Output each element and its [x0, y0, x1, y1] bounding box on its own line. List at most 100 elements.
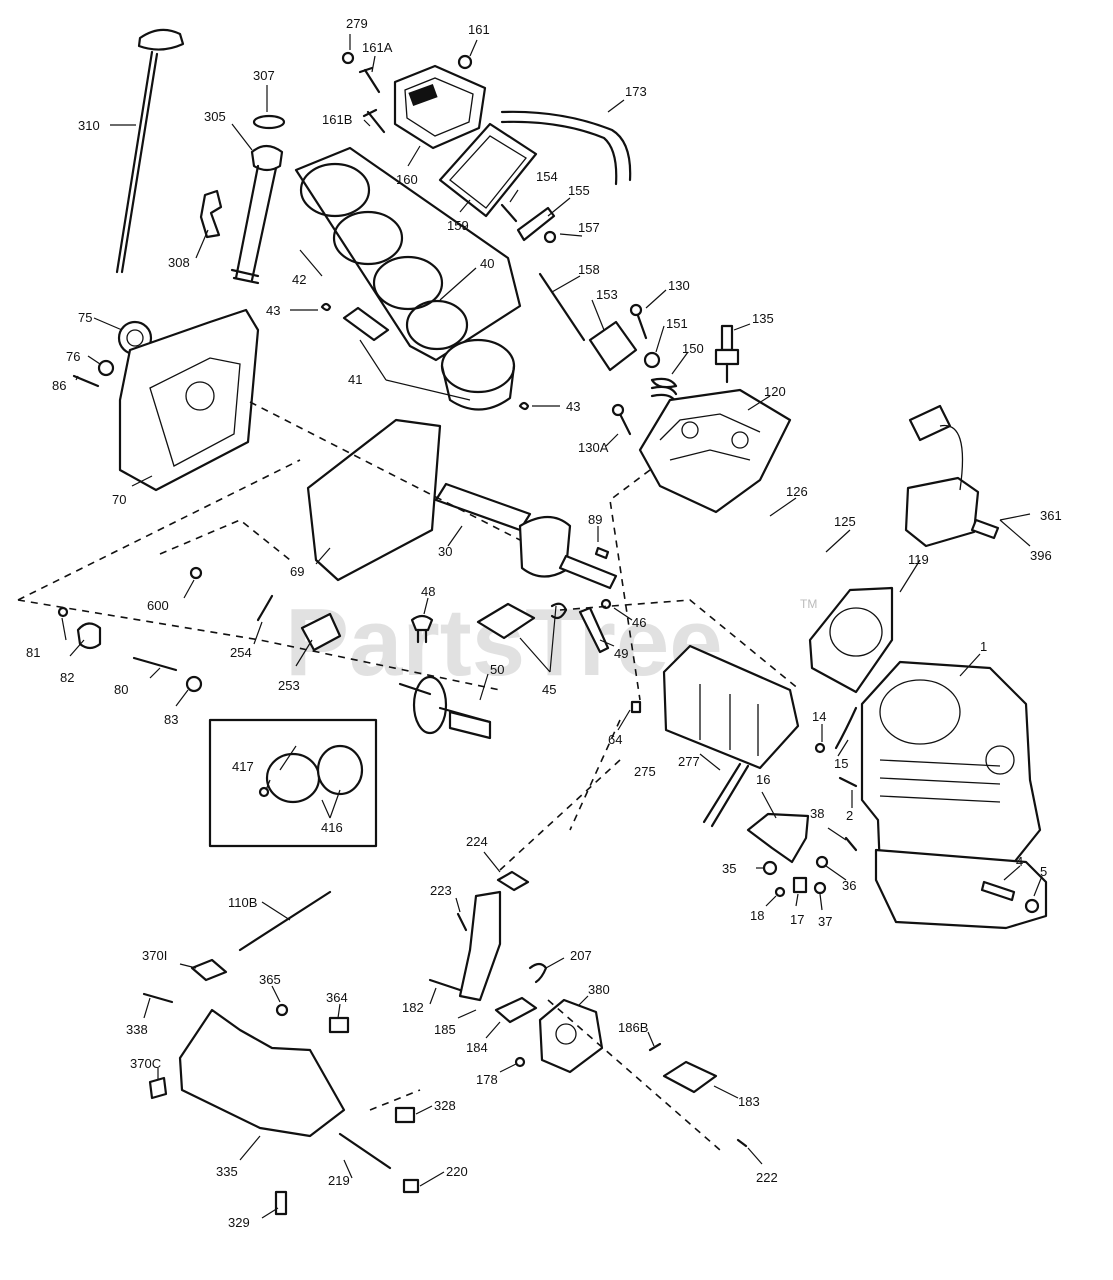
label-135: 135 [752, 311, 774, 326]
label-416: 416 [321, 820, 343, 835]
part-45-governor [476, 602, 536, 640]
label-182: 182 [402, 1000, 424, 1015]
label-308: 308 [168, 255, 190, 270]
part-4-stud [980, 880, 1016, 902]
label-50: 50 [490, 662, 504, 677]
label-186B: 186B [618, 1020, 648, 1035]
label-178: 178 [476, 1072, 498, 1087]
part-222-screw [736, 1138, 748, 1148]
part-155-rocker [516, 206, 556, 242]
part-89-key [594, 546, 610, 560]
label-305: 305 [204, 109, 226, 124]
part-224-gasket [496, 870, 530, 892]
part-186B-link [648, 1042, 662, 1052]
label-361: 361 [1040, 508, 1062, 523]
part-161-plug [457, 54, 473, 70]
label-370I: 370I [142, 948, 167, 963]
label-161B: 161B [322, 112, 352, 127]
label-161A: 161A [362, 40, 393, 55]
part-1-engine-block [860, 660, 1048, 930]
part-37-nut [813, 881, 827, 895]
part-110B-link [238, 890, 332, 952]
part-150-spring [650, 377, 678, 404]
part-183-bracket [662, 1060, 718, 1094]
part-182-bolt [428, 978, 462, 992]
label-42: 42 [292, 272, 306, 287]
label-157: 157 [578, 220, 600, 235]
label-279: 279 [346, 16, 368, 31]
part-396-solenoid [904, 404, 1000, 548]
label-600: 600 [147, 598, 169, 613]
label-396: 396 [1030, 548, 1052, 563]
label-76: 76 [66, 349, 80, 364]
label-130: 130 [668, 278, 690, 293]
part-157-nut [543, 230, 557, 244]
part-365-screw [275, 1003, 289, 1017]
part-173-tube [500, 110, 632, 182]
part-14-nut [814, 742, 826, 754]
part-69-gasket [306, 418, 442, 582]
label-18: 18 [750, 908, 764, 923]
inset-box [208, 718, 378, 848]
label-46: 46 [632, 615, 646, 630]
part-219-rod [338, 1132, 392, 1170]
part-159-gasket [438, 122, 538, 218]
label-335: 335 [216, 1164, 238, 1179]
part-254-spring [256, 594, 274, 622]
part-338-bolt [142, 992, 174, 1004]
part-328-switch [394, 1106, 416, 1124]
part-15-rod [834, 706, 858, 750]
part-5-nut [1024, 898, 1040, 914]
part-36-nut [815, 855, 829, 869]
label-38: 38 [810, 806, 824, 821]
part-41-piston [342, 306, 516, 411]
part-308-clip [199, 189, 223, 239]
part-50-camshaft [398, 675, 492, 740]
part-30-crankshaft [434, 482, 618, 590]
assembly-lines [17, 401, 801, 1151]
label-89: 89 [588, 512, 602, 527]
label-277: 277 [678, 754, 700, 769]
label-30: 30 [438, 544, 452, 559]
label-64: 64 [608, 732, 622, 747]
part-70-crankcase-cover [118, 308, 260, 492]
label-307: 307 [253, 68, 275, 83]
label-160: 160 [396, 172, 418, 187]
label-49: 49 [614, 646, 628, 661]
part-600-washer [189, 566, 203, 580]
label-184: 184 [466, 1040, 488, 1055]
label-81: 81 [26, 645, 40, 660]
part-335-shroud [178, 1008, 346, 1138]
part-119-head-gasket [808, 586, 894, 694]
label-1: 1 [980, 639, 987, 654]
label-4: 4 [1016, 854, 1023, 869]
part-81-washer [57, 606, 69, 618]
label-150: 150 [682, 341, 704, 356]
part-220-part [402, 1178, 420, 1194]
part-160-valve-cover [393, 64, 487, 150]
part-158-pushrod [538, 272, 586, 342]
label-82: 82 [60, 670, 74, 685]
part-370C-label [148, 1076, 168, 1100]
part-43-clip-b [518, 401, 530, 411]
callout-labels: 279 161 161A 307 310 305 161B 173 160 15… [26, 16, 1062, 1230]
label-207: 207 [570, 948, 592, 963]
part-279-nut [341, 51, 355, 65]
label-310: 310 [78, 118, 100, 133]
label-183: 183 [738, 1094, 760, 1109]
label-45: 45 [542, 682, 556, 697]
part-16-bracket [746, 812, 810, 864]
label-70: 70 [112, 492, 126, 507]
watermark-tm: TM [800, 597, 817, 611]
label-17: 17 [790, 912, 804, 927]
part-18-nut [774, 886, 786, 898]
label-365: 365 [259, 972, 281, 987]
part-185-intake [458, 890, 502, 1002]
part-83-gear [185, 675, 203, 693]
part-364-clip [328, 1016, 350, 1034]
label-75: 75 [78, 310, 92, 325]
label-43a: 43 [266, 303, 280, 318]
part-120-cylinder-head [638, 388, 792, 514]
label-219: 219 [328, 1173, 350, 1188]
